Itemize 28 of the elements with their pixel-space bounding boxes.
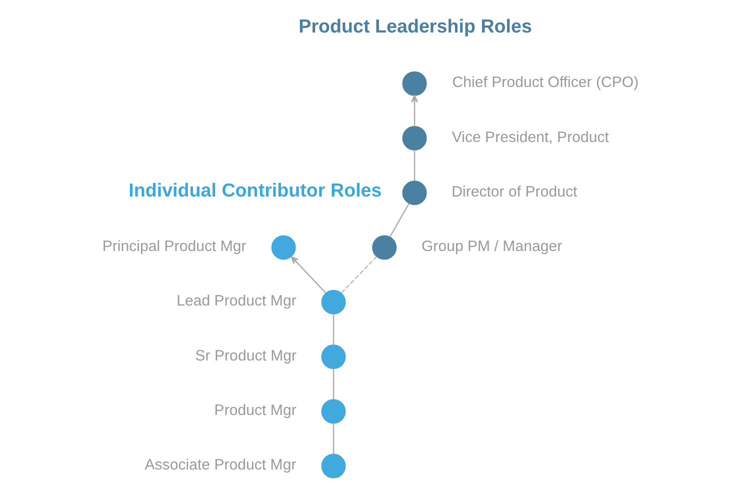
node-label: Lead Product Mgr bbox=[176, 292, 296, 310]
node-label: Sr Product Mgr bbox=[194, 347, 296, 364]
node-circle bbox=[270, 235, 296, 260]
node-circle bbox=[320, 344, 346, 370]
arrow bbox=[410, 94, 418, 126]
label: Product Leadership Roles bbox=[298, 16, 532, 37]
node-circle bbox=[320, 399, 346, 424]
arrow bbox=[290, 256, 326, 294]
node-circle bbox=[402, 126, 426, 150]
connector bbox=[332, 368, 334, 400]
node-circle bbox=[402, 71, 426, 96]
connector bbox=[340, 256, 377, 294]
connector bbox=[332, 314, 334, 345]
node-label: Principal Product Mgr bbox=[102, 238, 246, 256]
node-label: Associate Product Mgr bbox=[144, 456, 296, 474]
node-label: Vice President, Product bbox=[451, 128, 608, 146]
node-circle bbox=[402, 180, 426, 206]
connector bbox=[332, 423, 334, 454]
node-label: Chief Product Officer (CPO) bbox=[452, 74, 638, 92]
label: Individual Contributor Roles bbox=[128, 180, 382, 201]
node-circle bbox=[320, 454, 346, 478]
node-circle bbox=[372, 235, 396, 260]
node-label: Product Mgr bbox=[214, 402, 296, 419]
connector bbox=[413, 150, 415, 181]
connector bbox=[388, 203, 410, 238]
node-label: Director of Product bbox=[451, 183, 577, 200]
node-circle bbox=[320, 290, 346, 314]
node-label: Group PM / Manager bbox=[420, 238, 562, 256]
